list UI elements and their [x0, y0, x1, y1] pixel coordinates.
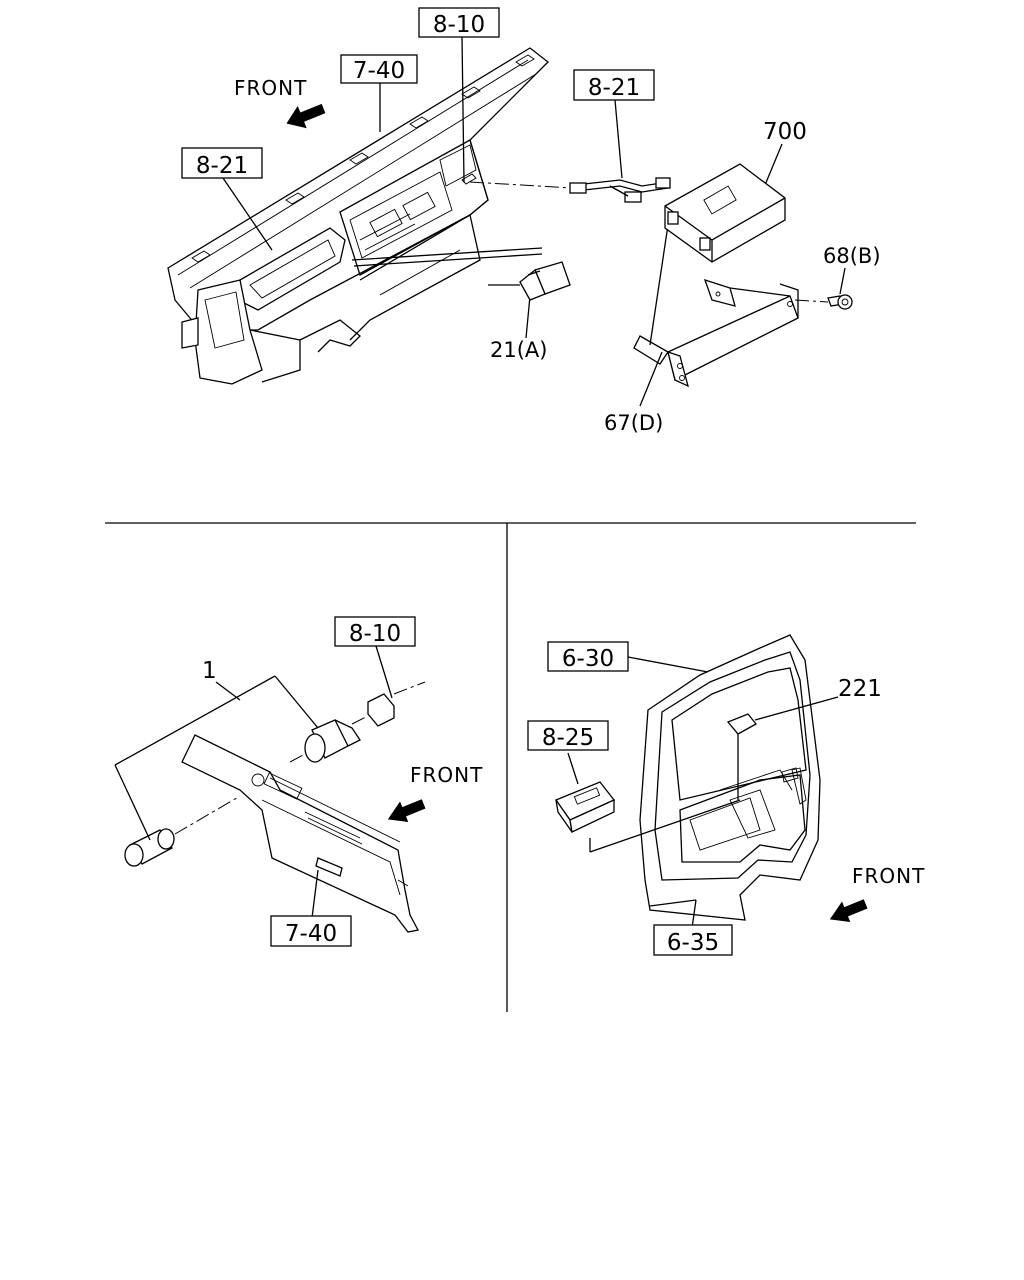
ref-box-6-35: 6-35	[653, 924, 733, 956]
ref-box-8-21-left: 8-21	[181, 147, 263, 179]
svg-text:FRONT: FRONT	[852, 864, 925, 888]
svg-text:8-21: 8-21	[588, 75, 640, 101]
window-switch-8-25	[555, 781, 616, 833]
svg-text:68(B): 68(B)	[823, 244, 881, 268]
svg-text:221: 221	[838, 676, 882, 702]
ref-box-7-40-top: 7-40	[340, 54, 418, 84]
ref-box-7-40-bottom: 7-40	[270, 915, 352, 947]
svg-text:7-40: 7-40	[353, 58, 405, 84]
part-label-700: 700	[763, 119, 807, 145]
front-arrow-bottom-left	[387, 799, 426, 822]
top-leader-lines	[222, 36, 846, 407]
front-arrow-top	[286, 103, 326, 129]
svg-text:700: 700	[763, 119, 807, 145]
part-label-67d: 67(D)	[604, 411, 663, 435]
ref-box-8-21-right: 8-21	[573, 69, 655, 101]
svg-text:8-25: 8-25	[542, 725, 594, 751]
svg-text:67(D): 67(D)	[604, 411, 663, 435]
front-label-top: FRONT	[234, 76, 307, 100]
part-label-68b: 68(B)	[823, 244, 881, 268]
ref-box-8-25: 8-25	[527, 720, 609, 751]
svg-text:7-40: 7-40	[285, 921, 337, 947]
bracket-67d	[633, 278, 799, 388]
part-label-1: 1	[202, 658, 217, 684]
door-illustration	[639, 634, 821, 921]
svg-text:8-10: 8-10	[349, 621, 401, 647]
ref-box-6-30: 6-30	[547, 641, 629, 672]
front-label-bottom-left: FRONT	[410, 763, 483, 787]
lower-panel-illustration	[181, 734, 419, 933]
svg-text:6-35: 6-35	[667, 930, 719, 956]
ref-box-8-10-bottom: 8-10	[334, 616, 416, 647]
dashboard-illustration	[167, 47, 549, 385]
svg-text:1: 1	[202, 658, 217, 684]
switch-21a	[519, 261, 571, 301]
part-label-221: 221	[838, 676, 882, 702]
bottom-right-leader-lines	[567, 656, 839, 929]
svg-text:8-21: 8-21	[196, 153, 248, 179]
svg-text:FRONT: FRONT	[410, 763, 483, 787]
connector-8-10	[351, 681, 426, 727]
screw-68b	[794, 294, 853, 310]
module-700	[664, 163, 786, 263]
part-label-21a: 21(A)	[490, 338, 547, 362]
plug-part-1	[124, 795, 241, 867]
front-arrow-bottom-right	[829, 899, 868, 922]
socket-part-1	[289, 719, 361, 763]
svg-text:6-30: 6-30	[562, 646, 614, 672]
ref-box-8-10-top: 8-10	[418, 7, 500, 38]
svg-text:FRONT: FRONT	[234, 76, 307, 100]
svg-text:8-10: 8-10	[433, 12, 485, 38]
svg-text:21(A): 21(A)	[490, 338, 547, 362]
bottom-left-leader-lines	[114, 645, 393, 919]
front-label-bottom-right: FRONT	[852, 864, 925, 888]
wire-harness	[569, 177, 671, 203]
clip-221	[726, 713, 757, 735]
